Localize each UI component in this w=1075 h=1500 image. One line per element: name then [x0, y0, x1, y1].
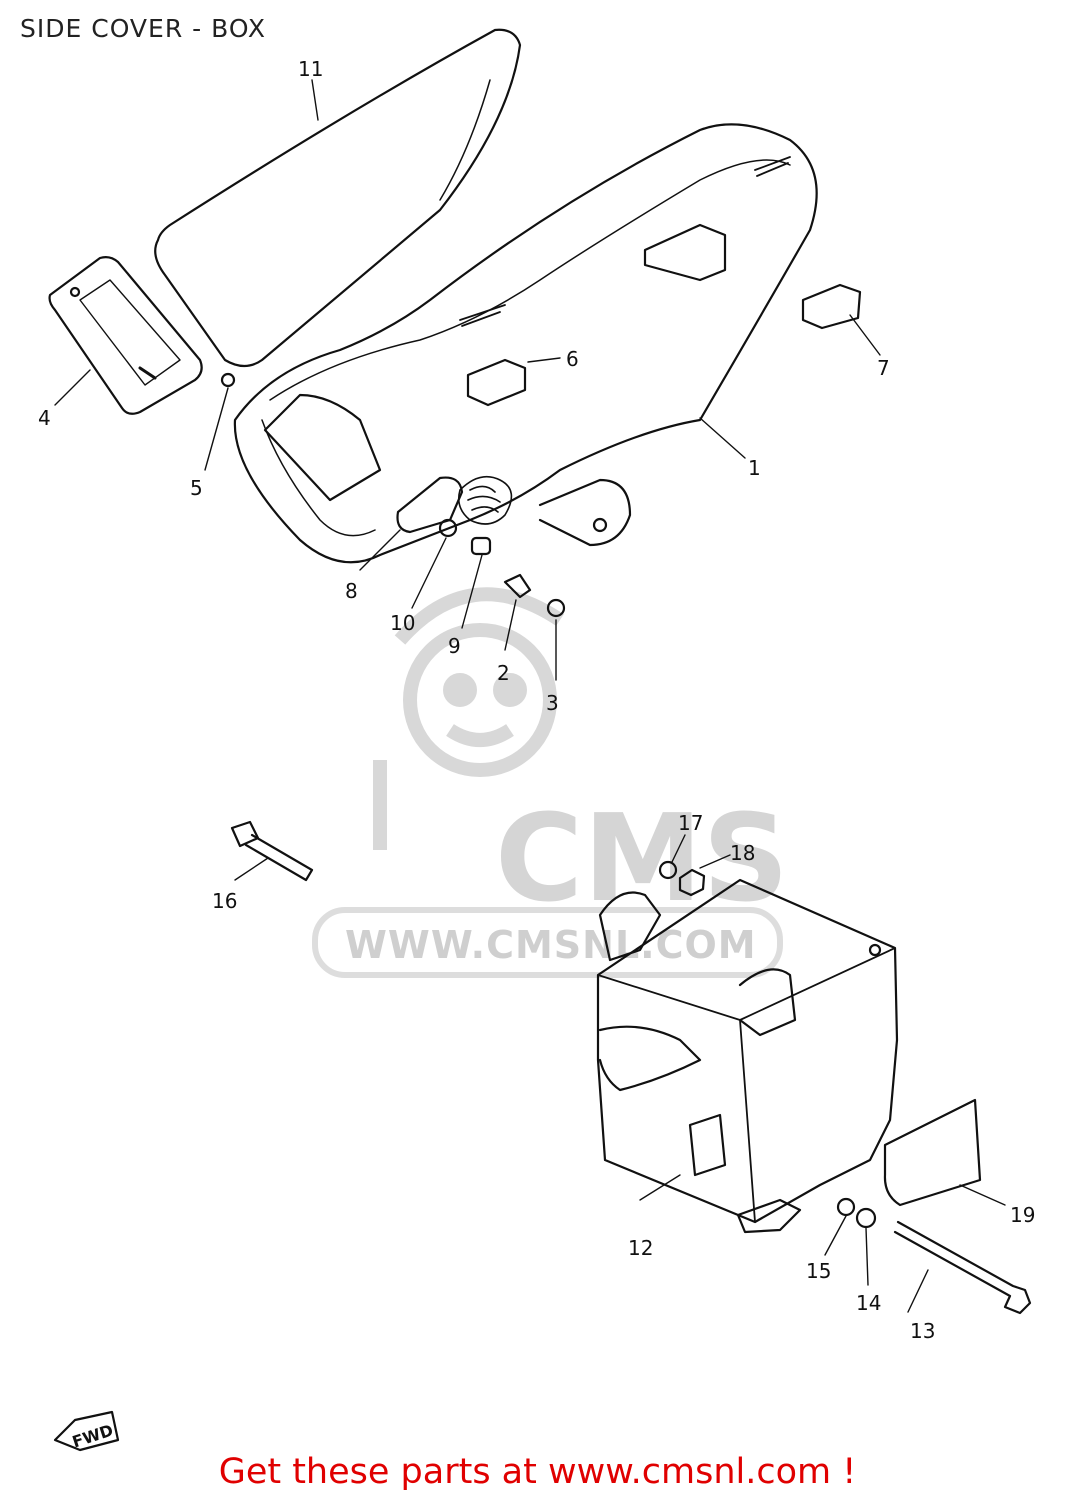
- part-3-washer: [546, 598, 566, 618]
- part-1-slot: [459, 304, 506, 327]
- part-14-washer: [855, 1207, 877, 1229]
- part-4-plate: [48, 256, 203, 415]
- part-label-4: 4: [38, 406, 51, 430]
- part-label-8: 8: [345, 579, 358, 603]
- part-label-15: 15: [806, 1259, 831, 1283]
- part-1-slot-rear: [754, 156, 791, 177]
- part-1-mount-tab: [538, 478, 632, 547]
- watermark-banner: [312, 907, 783, 978]
- part-8-lock-plate: [396, 476, 464, 534]
- part-16-bolt: [230, 820, 314, 882]
- part-label-19: 19: [1010, 1203, 1035, 1227]
- watermark-word: CMS: [495, 790, 789, 929]
- part-12-flap-right: [738, 968, 797, 1037]
- part-7-damper: [801, 283, 862, 330]
- part-2-screw: [503, 573, 532, 599]
- part-label-11: 11: [298, 57, 323, 81]
- watermark: CMS WWW.CMSNL.COM: [312, 587, 789, 978]
- part-label-14: 14: [856, 1291, 881, 1315]
- part-label-2: 2: [497, 661, 510, 685]
- part-label-1: 1: [748, 456, 761, 480]
- part-label-10: 10: [390, 611, 415, 635]
- part-label-3: 3: [546, 691, 559, 715]
- part-5-grommet: [220, 372, 236, 388]
- fwd-arrow-icon: [53, 1410, 120, 1452]
- part-17-washer: [658, 860, 678, 880]
- part-10-washer: [438, 518, 458, 538]
- diagram-title: SIDE COVER - BOX: [20, 14, 267, 43]
- part-4-slot: [138, 366, 157, 380]
- part-12-tab-bottom: [736, 1198, 802, 1234]
- part-6-damper: [466, 358, 527, 407]
- part-label-6: 6: [566, 347, 579, 371]
- part-1-side-cover: [233, 123, 818, 564]
- part-12-tab-side: [688, 1113, 727, 1177]
- part-labels: 11 1 2 3 4 5 6 7 8 9 10 12 13 14 15 16 1…: [38, 57, 1035, 1452]
- part-1-cover-cutout: [263, 393, 382, 502]
- part-12-top-edge: [597, 947, 896, 1223]
- part-9-collar: [470, 536, 492, 556]
- part-12-battery-box: [596, 878, 899, 1224]
- part-12-rivet: [868, 943, 882, 957]
- part-19-pad: [883, 1098, 982, 1207]
- watermark-url: WWW.CMSNL.COM: [345, 923, 757, 967]
- part-1-mount-hole: [592, 517, 608, 533]
- part-15-washer: [836, 1197, 856, 1217]
- footer-link[interactable]: Get these parts at www.cmsnl.com !: [218, 1452, 857, 1492]
- part-11-inner-line: [439, 79, 491, 201]
- part-12-hook: [598, 891, 662, 962]
- part-label-16: 16: [212, 889, 237, 913]
- mascot-icon: [373, 587, 564, 850]
- part-1-bracket: [643, 223, 727, 282]
- part-label-18: 18: [730, 841, 755, 865]
- leader-lines: [54, 79, 1006, 1313]
- part-label-9: 9: [448, 634, 461, 658]
- part-1-cover-inner-edge: [261, 159, 791, 537]
- part-4-hole: [69, 286, 81, 298]
- part-13-bolt: [893, 1220, 1032, 1315]
- part-11-panel: [154, 28, 522, 368]
- part-label-7: 7: [877, 356, 890, 380]
- part-12-flap-left: [598, 1025, 702, 1092]
- part-label-13: 13: [910, 1319, 935, 1343]
- part-18-nut: [678, 868, 706, 897]
- part-label-5: 5: [190, 476, 203, 500]
- part-label-17: 17: [678, 811, 703, 835]
- part-spring: [457, 475, 513, 525]
- part-label-12: 12: [628, 1236, 653, 1260]
- part-4-inner: [79, 279, 181, 386]
